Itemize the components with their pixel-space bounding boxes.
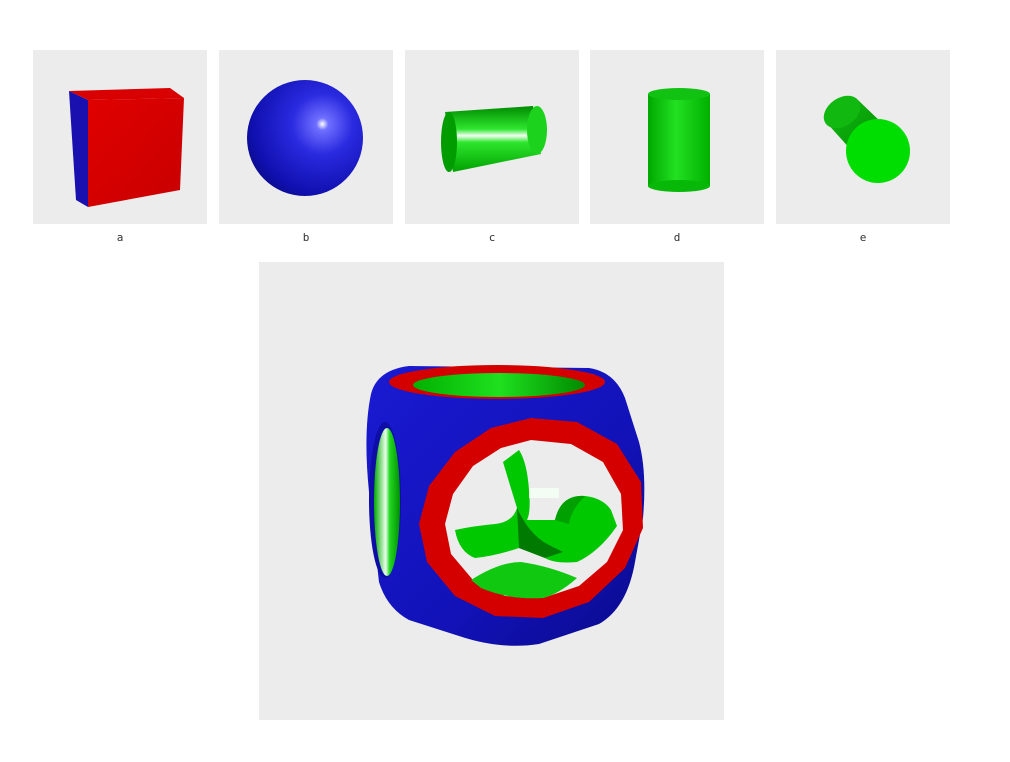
panel-label-e: e — [859, 231, 867, 244]
csg-result-shape — [366, 365, 645, 646]
panel-label-c: c — [488, 231, 496, 244]
cube-panel — [33, 50, 207, 224]
cylinder-y-panel — [590, 50, 764, 224]
cylinder-y-shape — [648, 88, 710, 192]
sphere-panel — [219, 50, 393, 224]
sphere-shape — [247, 80, 363, 196]
csg-result-panel — [259, 262, 724, 720]
cylinder-x-panel — [405, 50, 579, 224]
cylinder-z-panel — [776, 50, 950, 224]
panel-label-a: a — [116, 231, 124, 244]
cylinder-x-shape — [441, 106, 547, 172]
cylinder-z-shape — [823, 95, 910, 183]
cube-shape — [69, 88, 184, 207]
panel-label-d: d — [673, 231, 681, 244]
panel-label-b: b — [302, 231, 310, 244]
